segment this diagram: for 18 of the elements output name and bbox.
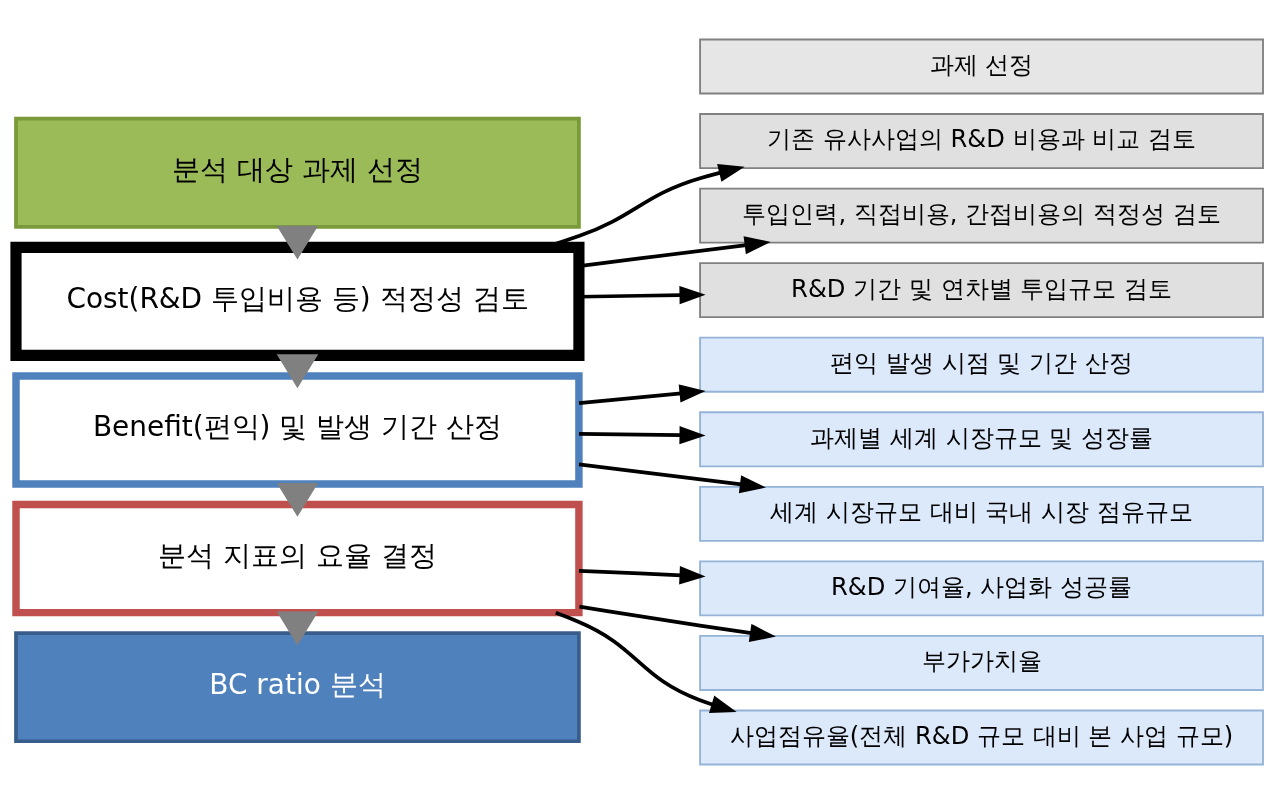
node-box: 기존 유사사업의 R&D 비용과 비교 검토 <box>699 113 1264 169</box>
node-box: R&D 기여율, 사업화 성공률 <box>699 560 1264 617</box>
arrow <box>578 566 706 585</box>
node-box: 투입인력, 직접비용, 간접비용의 적정성 검토 <box>699 187 1264 244</box>
node-box: 과제별 세계 시장규모 및 성장률 <box>699 411 1264 468</box>
arrow <box>578 426 706 445</box>
node-box: 사업점유율(전체 R&D 규모 대비 본 사업 규모) <box>699 709 1264 766</box>
node-box: BC ratio 분석 <box>14 631 581 744</box>
arrow <box>579 604 776 643</box>
node-box: 분석 대상 과제 선정 <box>14 116 581 229</box>
node-box: 부가가치율 <box>699 635 1264 691</box>
node-box: R&D 기간 및 연차별 투입규모 검토 <box>699 262 1264 319</box>
node-box: 과제 선정 <box>699 38 1264 95</box>
arrow <box>578 462 766 494</box>
arrow <box>578 384 706 405</box>
arrow <box>555 611 737 714</box>
node-box: 편익 발생 시점 및 기간 산정 <box>699 336 1264 393</box>
node-box: 세계 시장규모 대비 국내 시장 점유규모 <box>699 485 1264 542</box>
